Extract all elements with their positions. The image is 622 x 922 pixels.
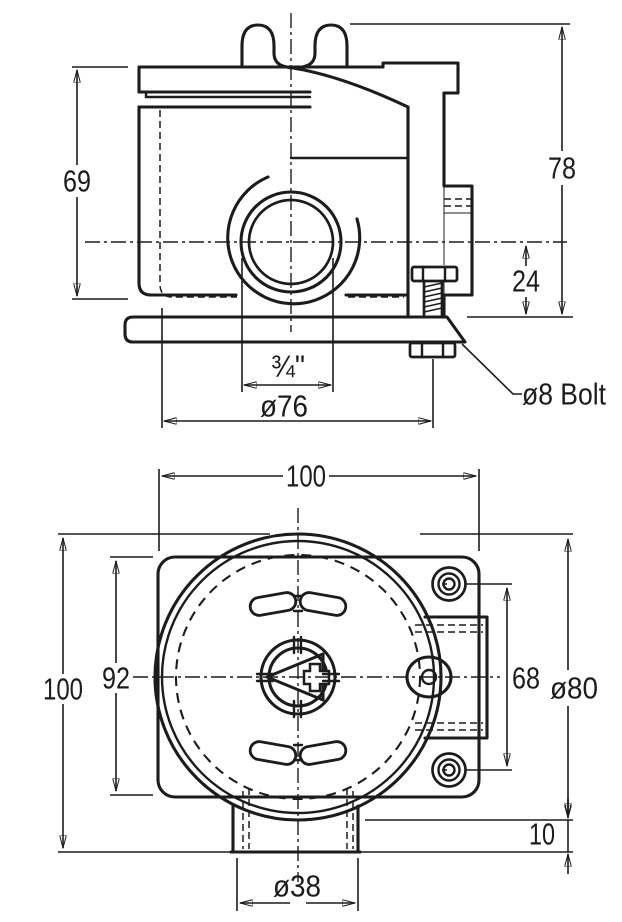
bolt-nut [408, 341, 457, 359]
body-inner-wall-hidden [159, 110, 237, 298]
side-section-view: 69 78 24 ¾" ø76 ø8 Bolt [63, 13, 606, 428]
dim-label-10: 10 [529, 817, 555, 852]
mounting-bolt [408, 265, 459, 359]
lower-slot [248, 740, 348, 766]
screw-ring [437, 572, 461, 596]
dim-label-92: 92 [102, 661, 130, 696]
terminal-lugs [240, 23, 349, 70]
boss-sides [231, 804, 360, 853]
dim-label-38: ø38 [273, 869, 321, 904]
conduit-boss-arc [226, 175, 362, 306]
knob-spanner-ticks [255, 635, 341, 719]
bolt-callout-label: ø8 Bolt [522, 377, 606, 412]
ext-line [158, 469, 480, 551]
body-left-edge [137, 105, 153, 297]
bolt-threads [423, 282, 443, 313]
terminal-tab [423, 615, 489, 740]
cover-gasket-lip [144, 90, 312, 99]
diaphragm-dome-curve [291, 66, 410, 109]
dim-label-width-100: 100 [286, 459, 326, 494]
cover-and-wall-outline [137, 61, 474, 318]
slot-left [248, 591, 298, 617]
screw-leader-lines [466, 583, 512, 771]
dim-label-bolt-circle: ø76 [260, 389, 308, 424]
ext-line [110, 556, 153, 796]
corner-screw-bottom [431, 752, 467, 788]
bolt-shank-knockout [423, 281, 443, 316]
side-view-dimensions: 69 78 24 ¾" ø76 ø8 Bolt [63, 23, 606, 428]
bolt-nut-facets [420, 341, 445, 359]
screw-outer [431, 752, 467, 788]
bolt-leader-line [461, 343, 522, 395]
front-view-dimensions: 100 92 100 68 ø80 10 ø38 [43, 459, 598, 911]
dim-label-68: 68 [512, 661, 540, 696]
bolt-head-facets [421, 265, 447, 283]
screw-outer [431, 566, 467, 602]
conduit-boss-front [229, 788, 362, 854]
dim-label-thread: ¾" [271, 349, 305, 384]
slot-left [248, 740, 298, 766]
upper-slot [248, 591, 348, 617]
dim-label-78: 78 [548, 151, 576, 186]
screw-ring [437, 758, 461, 782]
boss-hidden-bore [242, 788, 354, 849]
dim-label-height-100: 100 [43, 672, 83, 707]
ext-line [236, 858, 359, 911]
front-view: 100 92 100 68 ø80 10 ø38 [43, 459, 598, 911]
slot-right [298, 591, 348, 617]
section-hatch-boss [443, 212, 473, 296]
tab-hidden-lines [415, 624, 483, 731]
dim-label-24: 24 [512, 264, 540, 299]
slot-right [298, 740, 348, 766]
base-plate [123, 315, 467, 344]
corner-screw-top [431, 566, 467, 602]
dim-label-69: 69 [63, 164, 91, 199]
bolt-head [410, 265, 459, 283]
dim-label-80: ø80 [550, 671, 598, 706]
